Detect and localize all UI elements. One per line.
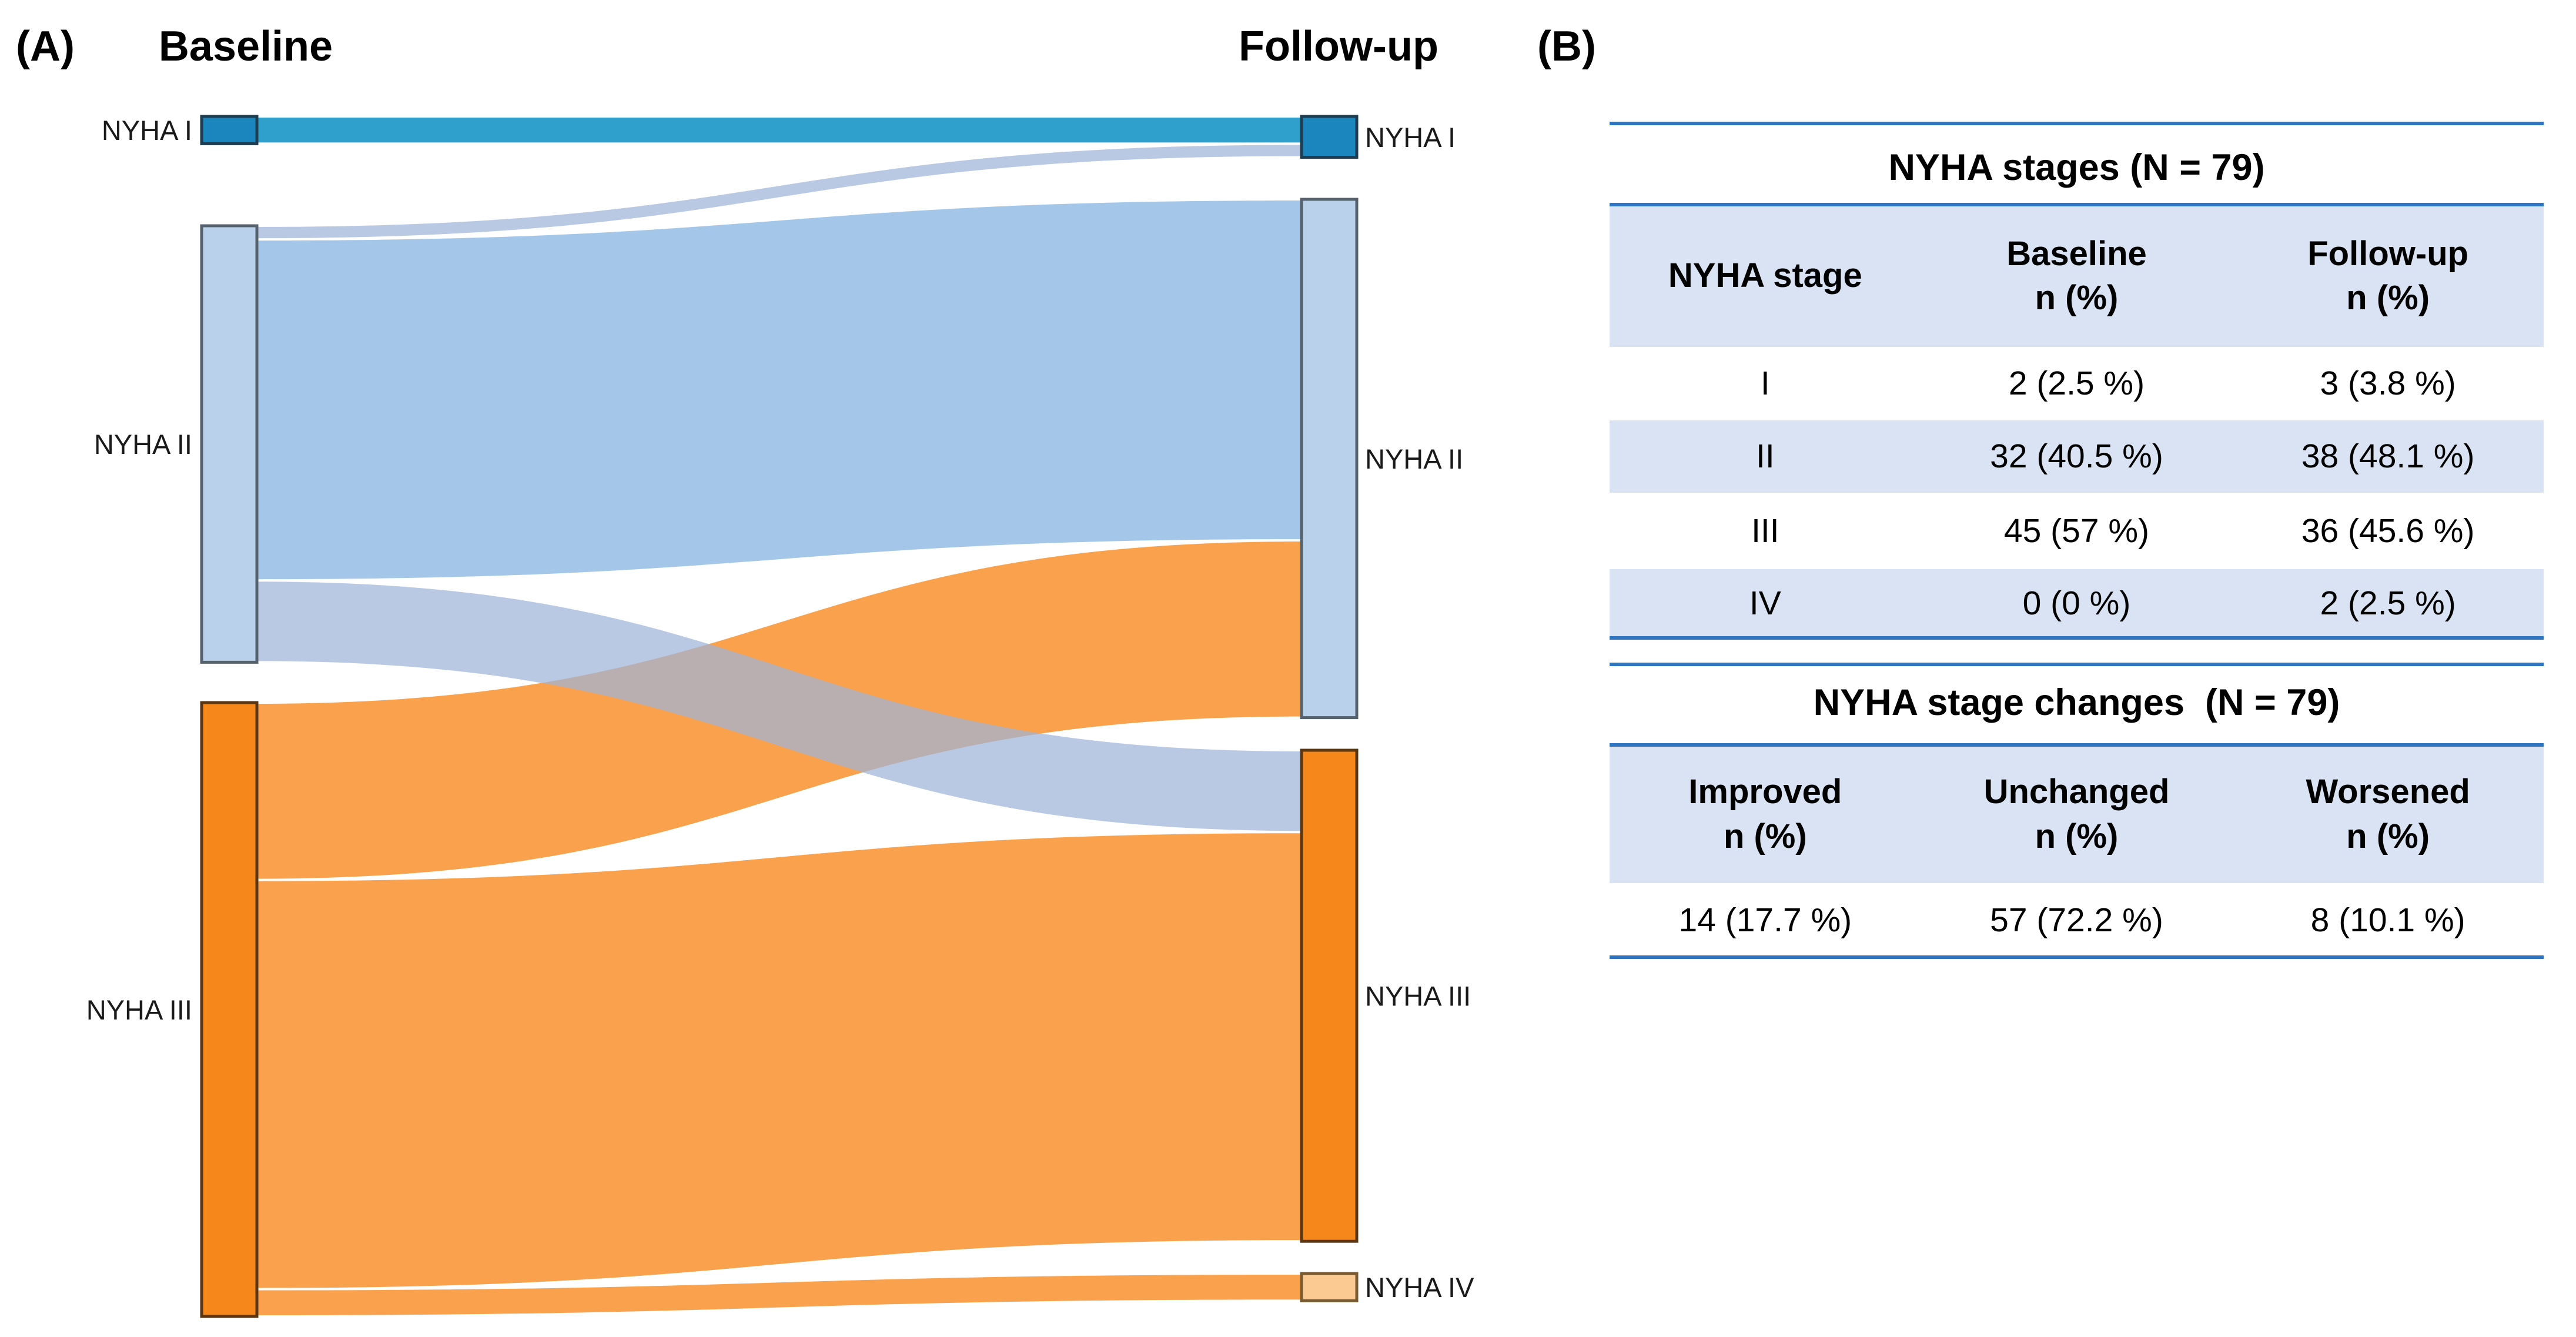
header-line: n (%): [1723, 817, 1807, 855]
table1-cell-r1c2: 2 (2.5 %): [2008, 365, 2145, 403]
sankey-node-R1: [1300, 115, 1359, 159]
table1-row-band: [1610, 569, 2544, 638]
sankey-node-L3: [200, 701, 259, 1318]
table1-cell-r4c3: 2 (2.5 %): [2320, 584, 2456, 623]
panel-a-label: (A): [16, 23, 75, 70]
table1-rule-2: [1610, 203, 2544, 206]
sankey-node-label-L3: NYHA III: [86, 994, 192, 1025]
header-line: n (%): [2035, 279, 2119, 317]
sankey-flow-L2-R2: [257, 200, 1302, 580]
table2-rule-1: [1610, 663, 2544, 666]
header-line: n (%): [2035, 817, 2119, 855]
sankey-flow-L2-R3: [257, 581, 1302, 831]
baseline-column-title: Baseline: [158, 23, 333, 70]
sankey-node-L1: [200, 115, 259, 145]
panel-b-label: (B): [1537, 23, 1596, 70]
sankey-node-label-R2: NYHA II: [1365, 443, 1463, 474]
header-line: n (%): [2346, 279, 2430, 317]
sankey-node-R4: [1300, 1272, 1359, 1302]
table1-header-cell: NYHA stage: [1610, 205, 1921, 347]
table2-header-cell: Worsened n (%): [2232, 745, 2544, 883]
sankey-flow-L2-R1: [257, 145, 1302, 239]
table2-title: NYHA stage changes (N = 79): [1813, 682, 2340, 723]
header-line: Baseline: [2006, 234, 2147, 273]
table1-cell-r2c2: 32 (40.5 %): [1990, 437, 2163, 476]
sankey-node-R3: [1300, 748, 1359, 1243]
header-line: NYHA stage: [1668, 256, 1862, 295]
sankey-flow-L3-R3: [257, 833, 1302, 1288]
sankey-node-label-L1: NYHA I: [102, 115, 192, 146]
table1-cell-r4c2: 0 (0 %): [2022, 584, 2131, 623]
sankey-node-label-R1: NYHA I: [1365, 122, 1456, 153]
sankey-node-R2: [1300, 198, 1359, 720]
sankey-node-label-L2: NYHA II: [94, 429, 192, 460]
followup-column-title: Follow-up: [1239, 23, 1438, 70]
table1-header-band: [1610, 205, 2544, 347]
header-line: Unchanged: [1983, 773, 2170, 811]
table1-rule-1: [1610, 122, 2544, 125]
sankey-node-L2: [200, 224, 259, 664]
header-line: Follow-up: [2307, 234, 2469, 273]
sankey-node-label-R3: NYHA III: [1365, 981, 1471, 1012]
table1-cell-r4c1: IV: [1749, 584, 1781, 623]
header-line: Worsened: [2306, 773, 2470, 811]
table1-cell-r3c2: 45 (57 %): [2003, 512, 2150, 550]
sankey-flow-L3-R4: [257, 1275, 1302, 1315]
header-line: Improved: [1688, 773, 1842, 811]
table1-title: NYHA stages (N = 79): [1888, 147, 2265, 188]
table2-header-cell: Improved n (%): [1610, 745, 1921, 883]
table2-cell-r1c1: 14 (17.7 %): [1678, 901, 1852, 939]
table1-cell-r1c3: 3 (3.8 %): [2320, 365, 2456, 403]
table2-header-band: [1610, 745, 2544, 883]
table1-cell-r1c1: I: [1760, 365, 1770, 403]
table1-row-band: [1610, 420, 2544, 493]
table2-cell-r1c2: 57 (72.2 %): [1990, 901, 2163, 939]
table1-cell-r3c1: III: [1751, 512, 1779, 550]
sankey-flow-L1-R1: [257, 118, 1302, 143]
header-line: n (%): [2346, 817, 2430, 855]
table2-rule-2: [1610, 743, 2544, 747]
table1-cell-r3c3: 36 (45.6 %): [2301, 512, 2475, 550]
table1-header-cell: Baseline n (%): [1921, 205, 2233, 347]
table2-rule-3: [1610, 955, 2544, 959]
table1-cell-r2c3: 38 (48.1 %): [2301, 437, 2475, 476]
table2-header-cell: Unchanged n (%): [1921, 745, 2233, 883]
table1-header-cell: Follow-up n (%): [2232, 205, 2544, 347]
table2-cell-r1c3: 8 (10.1 %): [2310, 901, 2465, 939]
table1-rule-3: [1610, 636, 2544, 640]
sankey-node-label-R4: NYHA IV: [1365, 1272, 1474, 1303]
table1-cell-r2c1: II: [1755, 437, 1775, 476]
